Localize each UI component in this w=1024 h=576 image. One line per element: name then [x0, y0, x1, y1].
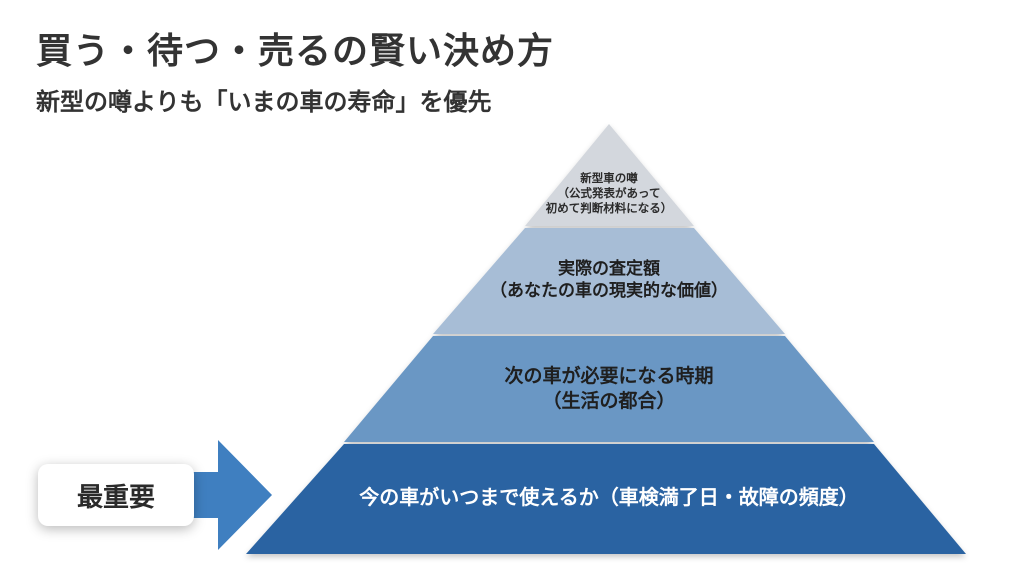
tier-2-label: 実際の査定額 （あなたの車の現実的な価値）: [459, 258, 759, 302]
tier-1-line-1: 新型車の噂: [580, 171, 638, 185]
tier-3-line-2: （生活の都合）: [542, 389, 676, 412]
top-priority-badge: 最重要: [38, 464, 194, 526]
pyramid-tier-3: [344, 336, 874, 442]
tier-1-line-3: 初めて判断材料になる）: [545, 200, 673, 215]
tier-1-line-2: （公式発表があって: [557, 185, 661, 200]
pyramid-tier-1: [525, 124, 694, 226]
tier-3-label: 次の車が必要になる時期 （生活の都合）: [409, 364, 809, 413]
tier-4-label: 今の車がいつまで使えるか（車検満了日・故障の頻度）: [259, 484, 959, 510]
page-subtitle: 新型の噂よりも「いまの車の寿命」を優先: [36, 88, 492, 116]
tier-3-line-1: 次の車が必要になる時期: [504, 365, 714, 387]
page-title: 買う・待つ・売るの賢い決め方: [36, 31, 555, 72]
tier-2-line-1: 実際の査定額: [558, 259, 660, 279]
tier-2-line-2: （あなたの車の現実的な価値）: [490, 281, 728, 302]
pyramid-tier-2: [433, 228, 785, 334]
priority-arrow: [180, 440, 272, 550]
tier-1-label: 新型車の噂 （公式発表があって 初めて判断材料になる）: [509, 171, 709, 216]
tier-4-line-1: 今の車がいつまで使えるか（車検満了日・故障の頻度）: [359, 485, 859, 509]
pyramid-tier-4: [246, 444, 966, 554]
